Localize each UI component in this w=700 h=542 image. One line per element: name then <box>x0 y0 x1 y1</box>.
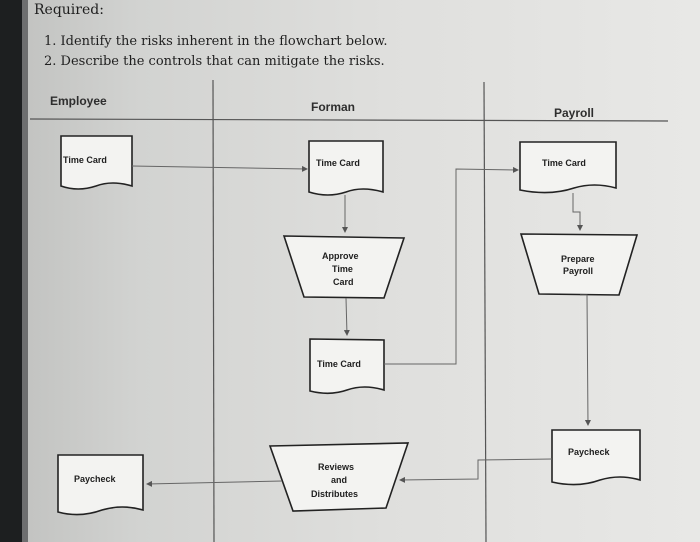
question-2: 2. Describe the controls that can mitiga… <box>44 54 385 69</box>
lane-payroll: Payroll <box>554 106 595 120</box>
forman-timecard2-doc <box>309 338 385 395</box>
header-divider-line <box>29 118 669 122</box>
reviews-label-1: Reviews <box>318 462 354 472</box>
payroll-paycheck-label: Paycheck <box>568 447 611 457</box>
lane-employee: Employee <box>50 94 107 108</box>
flow-arrow-7 <box>399 458 553 483</box>
approve-label-2: Time <box>332 264 353 274</box>
employee-timecard-label: Time Card <box>63 155 107 165</box>
employee-timecard-doc <box>60 135 133 190</box>
employee-paycheck-doc <box>57 454 144 516</box>
flow-arrow-6 <box>580 294 591 426</box>
reviews-label-3: Distributes <box>311 489 358 499</box>
approve-label-1: Approve <box>322 251 359 261</box>
flow-arrow-4 <box>384 166 519 365</box>
question-1: 1. Identify the risks inherent in the fl… <box>44 34 388 49</box>
left-border-shadow <box>22 0 28 542</box>
forman-timecard-doc <box>308 140 384 196</box>
approve-label-3: Card <box>333 277 354 287</box>
forman-timecard2-label: Time Card <box>317 359 361 369</box>
flow-arrow-8 <box>146 480 283 487</box>
employee-paycheck-label: Paycheck <box>74 474 117 484</box>
payroll-timecard-doc <box>519 141 617 194</box>
reviews-label-2: and <box>331 475 347 485</box>
reviews-distributes-process <box>268 442 410 512</box>
payroll-timecard-label: Time Card <box>542 158 586 168</box>
prepare-payroll-process <box>519 233 639 296</box>
left-dark-border <box>0 0 26 542</box>
required-heading: Required: <box>34 2 104 18</box>
prepare-label-2: Payroll <box>563 266 593 276</box>
lane-divider-2 <box>483 81 487 542</box>
flow-arrow-1 <box>131 165 308 172</box>
flow-arrow-5 <box>572 193 583 231</box>
flow-arrow-3 <box>343 297 350 336</box>
prepare-label-1: Prepare <box>561 254 595 264</box>
lane-forman: Forman <box>311 100 356 114</box>
forman-timecard-label: Time Card <box>316 158 360 168</box>
payroll-paycheck-doc <box>551 429 641 486</box>
lane-divider-1 <box>212 79 215 542</box>
approve-timecard-process <box>282 235 406 299</box>
